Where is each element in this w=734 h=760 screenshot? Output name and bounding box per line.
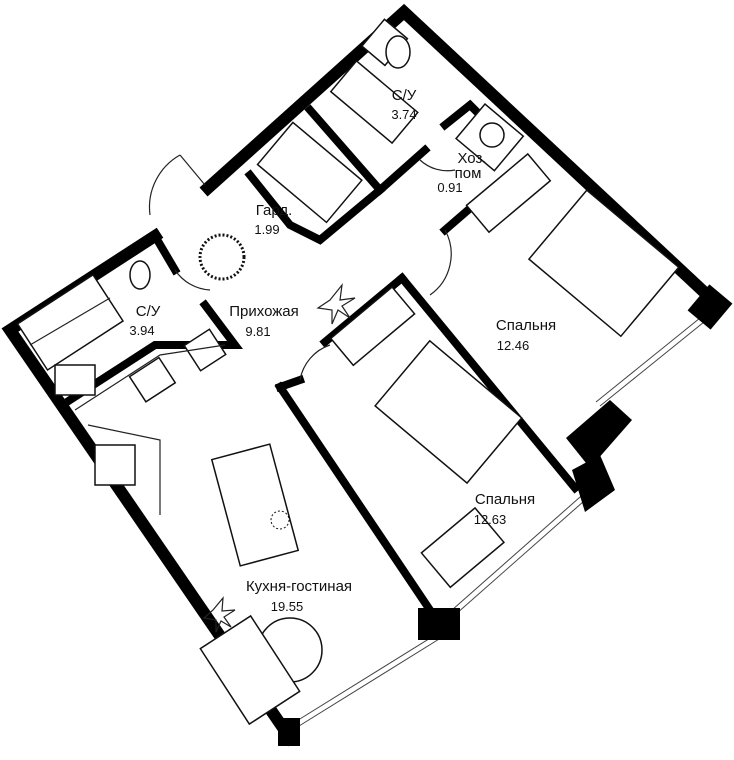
room-hallway: Прихожая 9.81 bbox=[229, 303, 299, 339]
room-utility: Хоз. пом 0.91 bbox=[437, 150, 486, 195]
room-name: С/У bbox=[136, 303, 161, 320]
room-name: пом bbox=[455, 165, 482, 182]
room-name: Кухня-гостиная bbox=[246, 578, 352, 595]
room-bedroom-1: Спальня 12.46 bbox=[496, 317, 556, 353]
room-area: 3.74 bbox=[391, 107, 416, 122]
furniture bbox=[16, 18, 680, 726]
room-area: 9.81 bbox=[245, 324, 270, 339]
plant-icons bbox=[202, 282, 356, 633]
room-area: 3.94 bbox=[129, 323, 154, 338]
room-bath-left: С/У 3.94 bbox=[129, 303, 160, 338]
room-bedroom-2: Спальня 12.63 bbox=[474, 491, 535, 527]
doors bbox=[148, 154, 456, 381]
room-area: 12.63 bbox=[474, 512, 507, 527]
room-area: 1.99 bbox=[254, 222, 279, 237]
room-name: С/У bbox=[392, 87, 417, 104]
room-name: Спальня bbox=[496, 317, 556, 334]
room-name: Гард. bbox=[256, 202, 293, 219]
room-name: Хоз. bbox=[457, 150, 486, 167]
room-area: 12.46 bbox=[497, 338, 530, 353]
room-kitchen-living: Кухня-гостиная 19.55 bbox=[246, 578, 352, 614]
room-name: Прихожая bbox=[229, 303, 299, 320]
room-name: Спальня bbox=[475, 491, 535, 508]
room-area: 0.91 bbox=[437, 180, 462, 195]
windows bbox=[294, 317, 705, 727]
room-area: 19.55 bbox=[271, 599, 304, 614]
room-wardrobe: Гард. 1.99 bbox=[254, 202, 292, 237]
room-bath-top: С/У 3.74 bbox=[391, 87, 416, 122]
